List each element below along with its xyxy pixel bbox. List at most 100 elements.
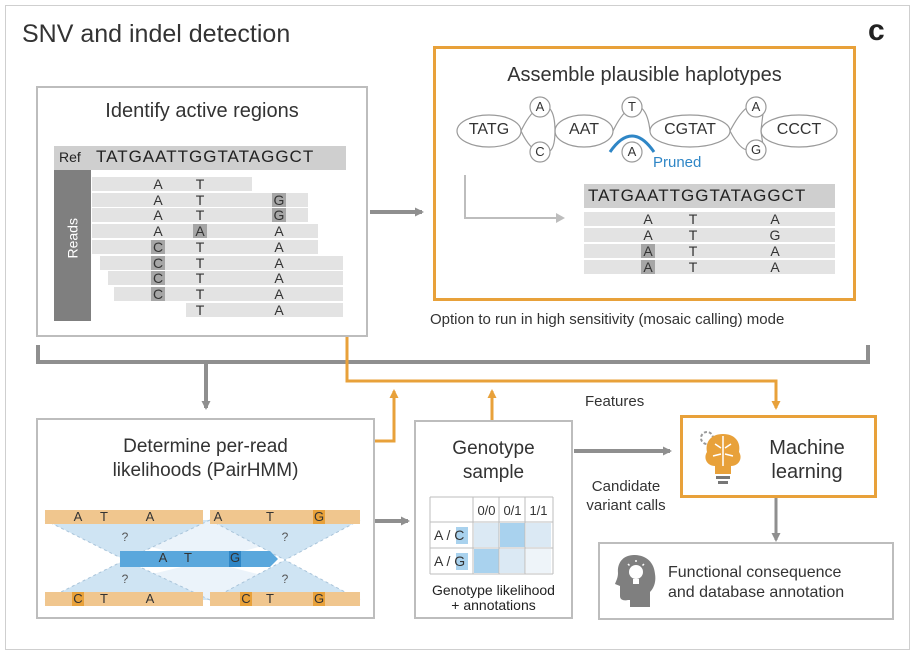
haplotype-base: A xyxy=(643,211,653,227)
gray-bracket xyxy=(36,345,870,364)
read-base: A xyxy=(153,223,163,240)
pairhmm-title-line1: Determine per-read xyxy=(123,436,288,457)
features-line xyxy=(345,333,781,410)
candidate-label-line2: variant calls xyxy=(586,497,666,514)
read-base: A xyxy=(274,254,284,271)
pairhmm-base: G xyxy=(313,591,325,606)
read-base: A xyxy=(274,223,284,240)
genotype-title-line2: sample xyxy=(462,462,525,483)
hap-node-2: AAT xyxy=(569,121,599,138)
panel-title: SNV and indel detection xyxy=(22,20,291,48)
pairhmm-base: G xyxy=(229,550,241,565)
genotype-caption-line1: Genotype likelihood xyxy=(432,582,555,598)
haplotype-base: T xyxy=(688,211,698,227)
read-top-left xyxy=(45,510,203,524)
haplotype-table-header-text: TATGAATTGGTATAGGCT xyxy=(588,186,807,205)
pairhmm-base: T xyxy=(266,509,274,524)
read-bar xyxy=(92,239,318,254)
pairhmm-base: T xyxy=(100,509,108,524)
read-bar xyxy=(92,208,308,223)
read-base: C xyxy=(152,254,164,271)
read-base: T xyxy=(195,238,205,255)
read-base: A xyxy=(274,270,284,287)
read-base: T xyxy=(195,285,205,302)
variant-highlight xyxy=(272,208,286,223)
genotype-box xyxy=(414,420,573,619)
hap-node-3: CGTAT xyxy=(664,121,716,138)
unknown-mark: ? xyxy=(121,530,129,544)
haplotype-table-header xyxy=(584,184,835,208)
pairhmm-title-line2: likelihoods (PairHMM) xyxy=(112,460,299,481)
haplotype-base: A xyxy=(770,259,780,275)
pairhmm-base: A xyxy=(158,550,168,565)
haplotype-base: T xyxy=(688,259,698,275)
pairhmm-base: C xyxy=(73,591,83,606)
haplotype-base: G xyxy=(769,227,781,243)
haplotypes-caption: Option to run in high sensitivity (mosai… xyxy=(430,311,785,328)
pairhmm-base: A xyxy=(213,509,223,524)
alt-node-b-top: T xyxy=(628,99,636,114)
alt-node-a-top: A xyxy=(535,99,545,114)
read-base: T xyxy=(195,176,205,192)
pruned-label: Pruned xyxy=(653,154,702,171)
reads-bar xyxy=(54,170,91,321)
read-base: T xyxy=(195,254,205,271)
read-base: G xyxy=(273,207,285,224)
haplotype-base: A xyxy=(643,227,653,243)
genotype-row-1: A / G xyxy=(434,553,466,569)
read-bar xyxy=(186,302,343,317)
genotype-col-2: 1/1 xyxy=(529,503,548,518)
read-bottom-left xyxy=(45,592,203,606)
read-bar xyxy=(108,271,343,286)
ref-sequence: TATGAATTGGTATAGGCT xyxy=(96,147,315,166)
hap-node-1: TATG xyxy=(468,121,510,138)
read-base: A xyxy=(195,223,205,240)
haplotype-base: A xyxy=(643,243,653,259)
pairhmm-base: T xyxy=(266,591,274,606)
alt-node-c-top: A xyxy=(751,99,761,114)
read-bar xyxy=(114,286,343,301)
variant-highlight xyxy=(272,192,286,207)
outer-frame xyxy=(5,5,910,650)
pairhmm-base: T xyxy=(184,550,192,565)
pruned-arc xyxy=(608,134,656,153)
read-base: C xyxy=(152,238,164,255)
haplotype-base: T xyxy=(688,243,698,259)
read-base: T xyxy=(195,191,205,208)
pairhmm-base: A xyxy=(145,509,155,524)
haplotype-connector xyxy=(464,175,556,219)
variant-highlight xyxy=(151,271,165,286)
haplotype-row xyxy=(584,228,835,242)
features-label: Features xyxy=(585,393,645,410)
haplotypes-box xyxy=(433,46,856,301)
read-base: A xyxy=(153,207,163,224)
read-bar xyxy=(92,192,308,207)
alt-node-a-bottom: C xyxy=(535,144,545,159)
functional-line2: and database annotation xyxy=(668,584,845,601)
read-base: A xyxy=(274,238,284,255)
ml-title-line2: learning xyxy=(771,461,843,483)
read-base: G xyxy=(273,191,285,208)
variant-highlight xyxy=(641,260,655,274)
functional-line1: Functional consequence xyxy=(668,564,842,581)
active-regions-title: Identify active regions xyxy=(105,100,299,122)
alt-node-b-bottom: A xyxy=(627,144,637,159)
genotype-caption-line2: + annotations xyxy=(451,597,536,613)
variant-highlight xyxy=(151,286,165,301)
pairhmm-base: A xyxy=(73,509,83,524)
panel-letter: c xyxy=(868,14,885,47)
unknown-mark: ? xyxy=(121,572,129,586)
variant-highlight xyxy=(641,244,655,258)
head-lightbulb-icon xyxy=(615,555,656,607)
read-base: T xyxy=(195,270,205,287)
pairhmm-base: T xyxy=(100,591,108,606)
variant-highlight xyxy=(193,224,207,239)
pairhmm-base: C xyxy=(241,591,251,606)
genotype-row-0: A / C xyxy=(434,527,465,543)
haplotype-base: A xyxy=(643,259,653,275)
pairhmm-base: G xyxy=(313,509,325,524)
